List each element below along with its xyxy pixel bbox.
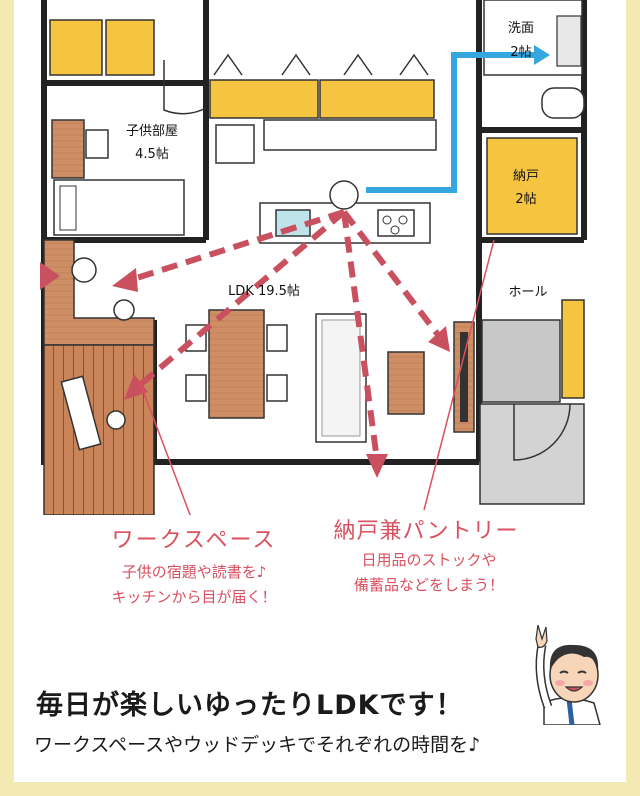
porch [479,403,585,505]
wood-deck [43,344,155,515]
kids-room-size: 4.5帖 [135,147,169,162]
presenter-illustration [535,624,601,725]
door-swings [163,53,429,115]
pantry-leader [423,239,495,511]
kids-room-label: 子供部屋 [126,124,178,139]
kitchen-counter-back [263,119,437,151]
closet-1 [49,19,103,76]
workspace-leader [138,379,191,515]
stove [377,209,415,237]
workspace-desc-1: 子供の宿題や読書を♪ [121,563,267,581]
pantry-desc-2: 備蓄品などをしまう！ [353,576,504,594]
storage-room [486,137,578,235]
floor-plan: 子供部屋 4.5帖 LDK 19.5帖 洗面 2帖 納戸 2帖 ホール [40,0,587,515]
pantry-title: 納戸兼パントリー [333,519,519,544]
entrance-floor [481,319,561,403]
ldk-label: LDK 19.5帖 [228,284,300,299]
dining-table [208,309,265,419]
flow-arrow [366,52,534,193]
shoe-closet [561,299,585,399]
workspace-chair-1 [71,257,97,283]
workspace-title: ワークスペース [111,528,277,553]
fridge [215,124,255,164]
storage-label: 納戸 [513,169,539,184]
deck-lounger [60,375,102,451]
workspace-desc-2: キッチンから目が届く！ [111,588,277,606]
hall-label: ホール [508,285,547,300]
headline: 毎日が楽しいゆったりLDKです！ [36,690,464,721]
toilet [541,87,585,119]
workspace-chair-2 [113,299,135,321]
kids-pillow [59,185,77,231]
subline: ワークスペースやウッドデッキでそれぞれの時間を♪ [34,734,481,756]
washroom-size: 2帖 [510,45,531,60]
storage-size: 2帖 [515,192,536,207]
kids-chair [85,129,109,159]
kitchen-cabinet-1 [209,79,319,119]
dining-chairs [185,324,288,402]
workspace-counter [43,239,155,346]
kitchen-cabinet-2 [319,79,435,119]
cook-icon [329,180,359,210]
kids-desk [51,119,85,179]
deck-table [106,410,126,430]
sightline-arrows [123,209,445,461]
side-table [387,351,425,415]
washroom-label: 洗面 [508,21,534,36]
content-card: 子供部屋 4.5帖 LDK 19.5帖 洗面 2帖 納戸 2帖 ホール ワークス… [14,0,626,782]
closet-2 [105,19,155,76]
pantry-desc-1: 日用品のストックや [361,551,497,569]
